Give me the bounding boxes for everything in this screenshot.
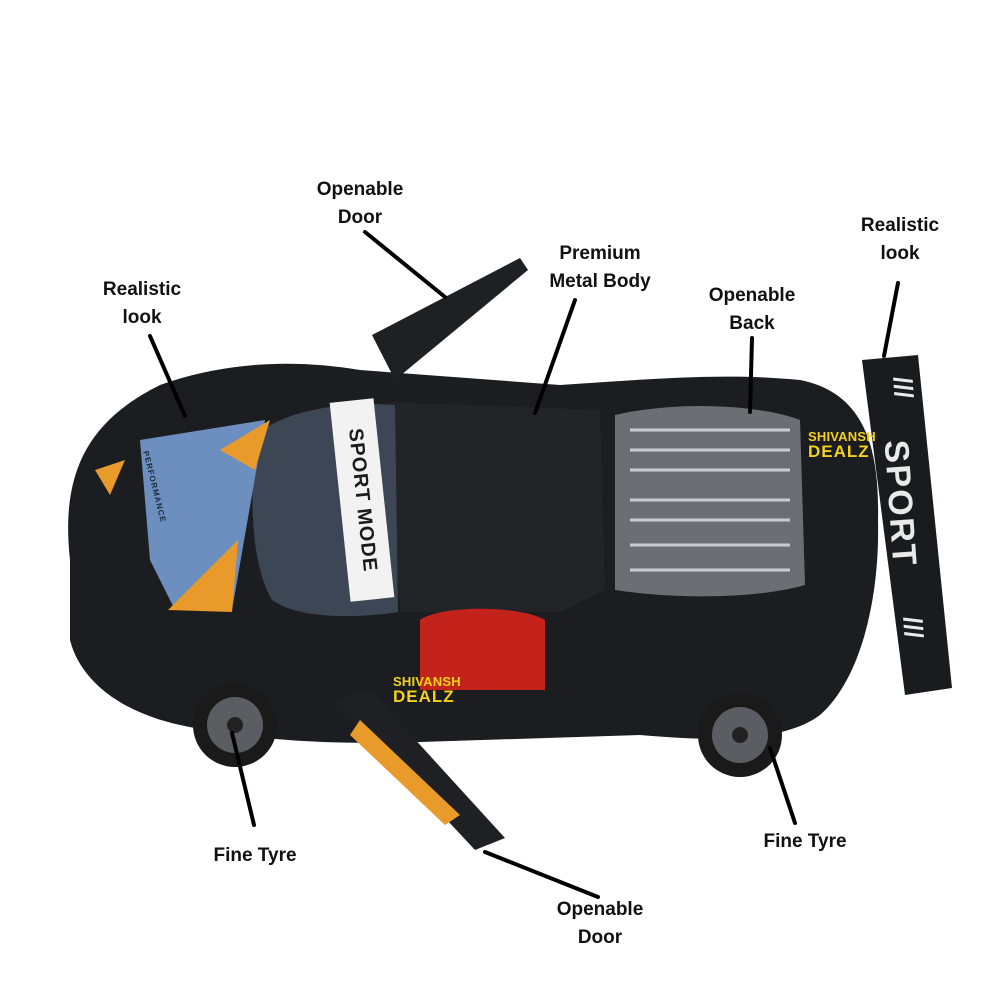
watermark-line1: SHIVANSH [393,674,461,689]
sport-mode-text: SPORT MODE [344,426,381,573]
line-openable-back [748,336,754,414]
engine-vents [630,428,790,572]
front-wheel [193,683,277,767]
callout-line1: Openable [708,285,796,306]
seat [420,608,545,690]
callout-fine-tyre-left: Fine Tyre [213,845,297,866]
line-openable-door-top [363,230,447,299]
callout-line2: Door [337,207,383,228]
callout-premium-metal-body: Premium Metal Body [530,240,670,296]
wing-slashes-bottom: /// [897,615,930,640]
callout-line2: Door [577,927,623,948]
callout-lines [148,230,900,899]
watermark-line2: DEALZ [808,442,870,461]
line-premium-metal-body [533,298,577,415]
orange-decal-1 [168,540,238,612]
callout-openable-door-bottom: Openable Door [540,896,660,952]
callout-realistic-look-right: Realistic look [840,212,960,268]
rear-wheel [698,693,782,777]
open-door-bottom [335,690,505,850]
callout-line1: Realistic [102,279,182,300]
line-fine-tyre-right [768,746,797,825]
rear-wing [862,355,952,695]
callout-line2: look [122,307,162,328]
callout-openable-back: Openable Back [692,282,812,338]
callout-line2: Metal Body [549,271,651,292]
wing-slashes-top: /// [887,375,920,400]
callout-line2: Back [729,313,775,334]
line-realistic-look-left [148,334,187,418]
callout-line1: Realistic [860,215,940,236]
callout-line1: Premium [559,243,641,264]
line-openable-door-bottom [483,850,600,899]
line-realistic-look-right [882,281,900,358]
watermark-line1: SHIVANSH [808,429,876,444]
line-fine-tyre-left [230,731,256,827]
orange-decal-3 [95,460,125,495]
orange-decal-2 [220,420,270,470]
callout-line2: look [880,243,920,264]
callout-openable-door-top: Openable Door [300,176,420,232]
car-roof [390,402,605,612]
watermark-rear: SHIVANSH DEALZ [808,430,876,460]
open-door-bottom-stripe [350,720,460,825]
open-door-top [372,258,528,380]
watermark-line2: DEALZ [393,687,455,706]
callout-realistic-look-left: Realistic look [82,276,202,332]
watermark-door: SHIVANSH DEALZ [393,675,461,705]
callout-line1: Openable [316,179,404,200]
callout-line1: Openable [556,899,644,920]
callout-fine-tyre-right: Fine Tyre [763,831,847,852]
